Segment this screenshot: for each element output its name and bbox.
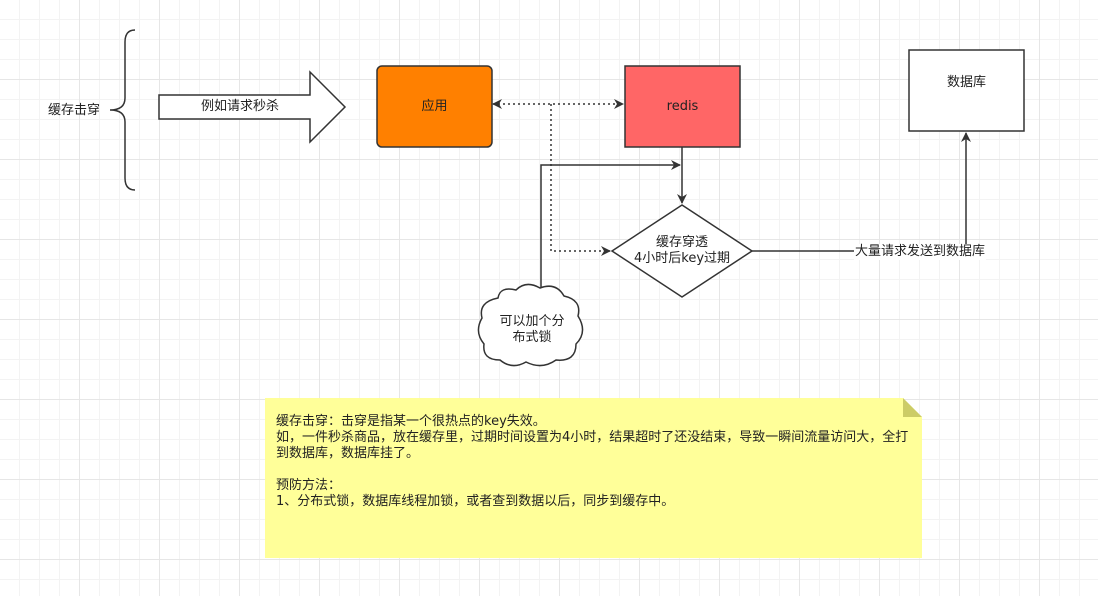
cloud-line-2: 布式锁 [512,330,552,345]
brace-label: 缓存击穿 [47,103,100,118]
curly-brace [109,29,136,191]
note-text: 缓存击穿：击穿是指某一个很热点的key失效。 如，一件秒杀商品，放在缓存里，过期… [276,414,909,509]
block-arrow-label: 例如请求秒杀 [200,99,279,114]
cloud-line-1: 可以加个分 [499,314,565,329]
dotted-branch-connector [550,104,611,256]
note-shape [265,398,922,558]
cloud-connector [540,160,681,287]
redis-node-shape [624,65,741,148]
cloud-shape [477,283,584,367]
decision-line-1: 缓存穿透 [655,235,708,250]
diamond-database-connector [752,132,971,252]
database-node-shape [908,49,1025,132]
block-arrow [158,70,347,144]
redis-node-label[interactable]: redis [666,98,699,114]
edge-label: 大量请求发送到数据库 [842,243,998,261]
decision-node-label[interactable]: 缓存穿透 4小时后key过期 [612,231,752,271]
database-node-label[interactable]: 数据库 [946,75,986,90]
decision-diamond [610,204,754,298]
decision-line-2: 4小时后key过期 [633,251,731,266]
note-fold [903,398,922,417]
app-node-label[interactable]: 应用 [421,98,448,114]
edge-label-text: 大量请求发送到数据库 [853,244,986,260]
cloud-node-label[interactable]: 可以加个分 布式锁 [484,310,580,350]
